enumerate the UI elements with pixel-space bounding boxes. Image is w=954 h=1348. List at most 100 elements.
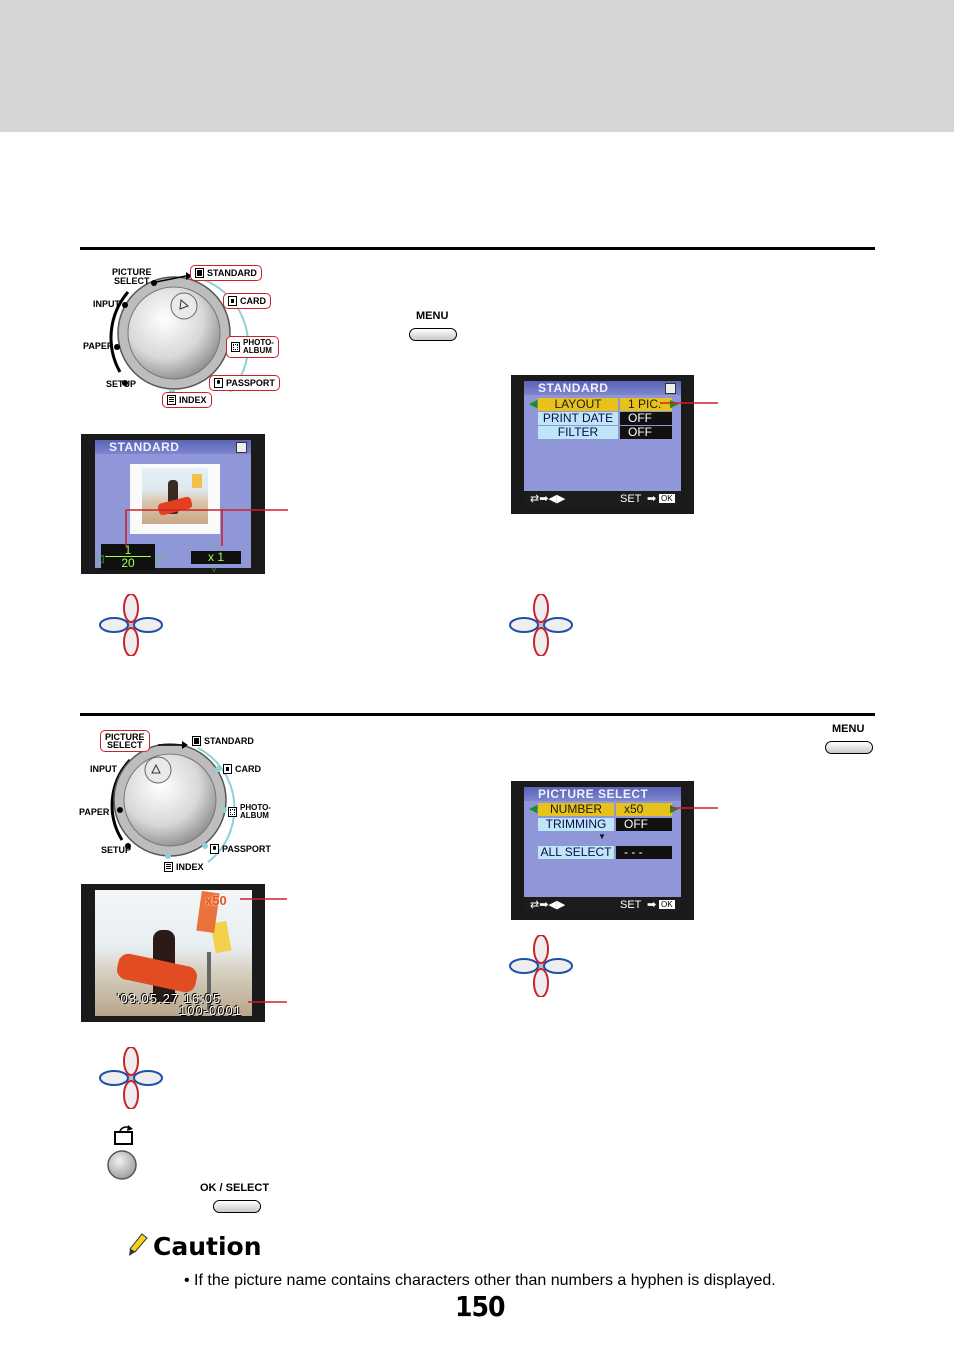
dial-option-photo-album-label: PHOTO- ALBUM	[243, 338, 274, 355]
return-icon: ⇄➡◀▶	[530, 493, 566, 505]
section-divider-2	[80, 713, 875, 716]
dial-2-option-card-label: CARD	[235, 763, 261, 774]
dial-option-standard-label: STANDARD	[207, 267, 257, 278]
dial-2-option-index: INDEX	[164, 862, 204, 872]
page-number: 150	[455, 1290, 506, 1323]
rotate-icon	[114, 1125, 133, 1145]
menu-row-all-select-label[interactable]: ALL SELECT	[538, 846, 614, 859]
standard-preview-screen: STANDARD 1 20 ◁ ▷ x 1 △ ▽	[81, 434, 265, 574]
layout-left-arrow-icon: ◀	[529, 398, 538, 410]
mode-dial-2-knob	[110, 741, 236, 863]
counter-right-arrow-icon: ▷	[156, 553, 165, 565]
menu-row-layout-label[interactable]: LAYOUT	[538, 398, 618, 411]
dial-2-option-picture-select: PICTURE SELECT	[100, 730, 150, 752]
caution-title: Caution	[153, 1232, 262, 1261]
ok-select-button[interactable]	[213, 1200, 261, 1213]
dpad-2-icon[interactable]	[509, 594, 573, 656]
mode-dial-1: PICTURE SELECT INPUT PAPER SETUP STANDAR…	[80, 262, 300, 417]
header-band	[0, 0, 954, 132]
standard-menu-lcd: STANDARD LAYOUT 1 PIC. ◀ ▶ PRINT DATE OF…	[524, 381, 681, 507]
dial-option-card: CARD	[223, 293, 271, 309]
dial-2-option-standard: STANDARD	[192, 736, 254, 746]
passport-mode-icon	[214, 378, 223, 388]
menu-button[interactable]	[409, 328, 457, 341]
number-right-arrow-icon: ▶	[670, 803, 679, 815]
lcd-display: STANDARD 1 20 ◁ ▷ x 1 △ ▽	[95, 440, 251, 573]
mode-dial-2: PICTURE SELECT INPUT PAPER SETUP STANDAR…	[78, 728, 298, 878]
standard-menu-title: STANDARD	[524, 381, 681, 395]
photo-thumbnail	[142, 468, 208, 524]
dial-2-option-standard-label: STANDARD	[204, 735, 254, 746]
dial-2-option-photo-album-label: PHOTO- ALBUM	[240, 803, 271, 820]
counter-box: 1 20	[101, 544, 155, 570]
passport-mode-icon	[210, 844, 219, 854]
print-paper	[130, 464, 220, 534]
dpad-4-icon[interactable]	[99, 1047, 163, 1109]
menu-row-filter-value[interactable]: OFF	[620, 426, 672, 439]
copies-up-arrow-icon: △	[211, 540, 218, 549]
caution-text: If the picture name contains characters …	[194, 1272, 776, 1289]
picture-select-lcd: PICTURE SELECT NUMBER x50 ◀ ▶ TRIMMING O…	[524, 787, 681, 913]
dpad-3-icon[interactable]	[509, 935, 573, 997]
menu-row-print-date-label[interactable]: PRINT DATE	[538, 412, 618, 425]
menu-row-trimming-value[interactable]: OFF	[616, 818, 672, 831]
standard-mode-icon	[195, 268, 204, 278]
return-icon: ⇄➡◀▶	[530, 899, 566, 911]
dial-label-picture-select: PICTURE SELECT	[112, 267, 152, 286]
counter-left-arrow-icon: ◁	[95, 553, 104, 565]
caution-bullet: • If the picture name contains character…	[184, 1272, 776, 1290]
copies-down-arrow-icon: ▽	[211, 564, 218, 573]
menu-mode-indicator-icon	[665, 383, 676, 394]
menu-button-label: MENU	[416, 310, 449, 322]
dial-option-index-label: INDEX	[179, 394, 207, 405]
standard-menu-screen: STANDARD LAYOUT 1 PIC. ◀ ▶ PRINT DATE OF…	[511, 375, 694, 514]
picture-select-title: PICTURE SELECT	[524, 787, 681, 801]
rotate-button[interactable]	[106, 1149, 138, 1181]
callout-lines-standard	[125, 509, 288, 546]
photo-copies-overlay: x50	[205, 893, 227, 908]
menu-row-layout-value[interactable]: 1 PIC.	[620, 398, 672, 411]
menu-row-print-date-value[interactable]: OFF	[620, 412, 672, 425]
dial-option-passport-label: PASSPORT	[226, 377, 275, 388]
dial-option-card-label: CARD	[240, 295, 266, 306]
picture-select-preview-screen: x50 '03.05.27 16:05 100-0001	[81, 884, 265, 1022]
layout-right-arrow-icon: ▶	[670, 398, 679, 410]
footer-set-label: SET	[620, 899, 642, 911]
caution-pencil-icon	[129, 1233, 148, 1256]
dial-2-option-card: CARD	[223, 764, 261, 774]
dial-option-standard: STANDARD	[190, 265, 262, 281]
lcd-title: STANDARD	[95, 440, 251, 454]
footer-arrow-icon: ➡	[647, 493, 657, 505]
menu-button-2[interactable]	[825, 741, 873, 754]
dial-2-option-index-label: INDEX	[176, 861, 204, 872]
dial-option-photo-album: PHOTO- ALBUM	[226, 336, 279, 358]
index-mode-icon	[164, 862, 173, 872]
index-mode-icon	[167, 395, 176, 405]
card-mode-icon	[228, 296, 237, 306]
menu-row-all-select-value[interactable]: - - -	[616, 846, 672, 859]
menu-row-number-label[interactable]: NUMBER	[538, 803, 614, 816]
menu-row-filter-label[interactable]: FILTER	[538, 426, 618, 439]
beach-photo: x50 '03.05.27 16:05 100-0001	[95, 890, 252, 1016]
menu-row-trimming-label[interactable]: TRIMMING	[538, 818, 614, 831]
dial-option-index: INDEX	[162, 392, 212, 408]
counter-current: 1	[124, 543, 132, 557]
ok-select-label: OK / SELECT	[200, 1182, 270, 1194]
dial-2-option-passport: PASSPORT	[210, 844, 271, 854]
mode-dial-knob	[109, 272, 250, 395]
bullet-icon: •	[184, 1272, 195, 1289]
photo-date-overlay: '03.05.27 16:05	[117, 991, 222, 1006]
menu-row-number-value[interactable]: x50	[616, 803, 672, 816]
footer-set-label: SET	[620, 493, 642, 505]
standard-mode-icon	[192, 736, 201, 746]
footer-ok-label: OK	[659, 494, 675, 503]
footer-arrow-icon: ➡	[647, 899, 657, 911]
dial-2-label-setup: SETUP	[101, 845, 132, 855]
dial-option-passport: PASSPORT	[209, 375, 280, 391]
dial-2-option-passport-label: PASSPORT	[222, 843, 271, 854]
dpad-1-icon[interactable]	[99, 594, 163, 656]
callout-lines-photo	[240, 898, 287, 1003]
dial-label-input: INPUT	[93, 299, 120, 309]
picture-select-footer: ⇄➡◀▶ SET ➡ OK	[524, 897, 681, 913]
photo-album-mode-icon	[228, 807, 237, 817]
